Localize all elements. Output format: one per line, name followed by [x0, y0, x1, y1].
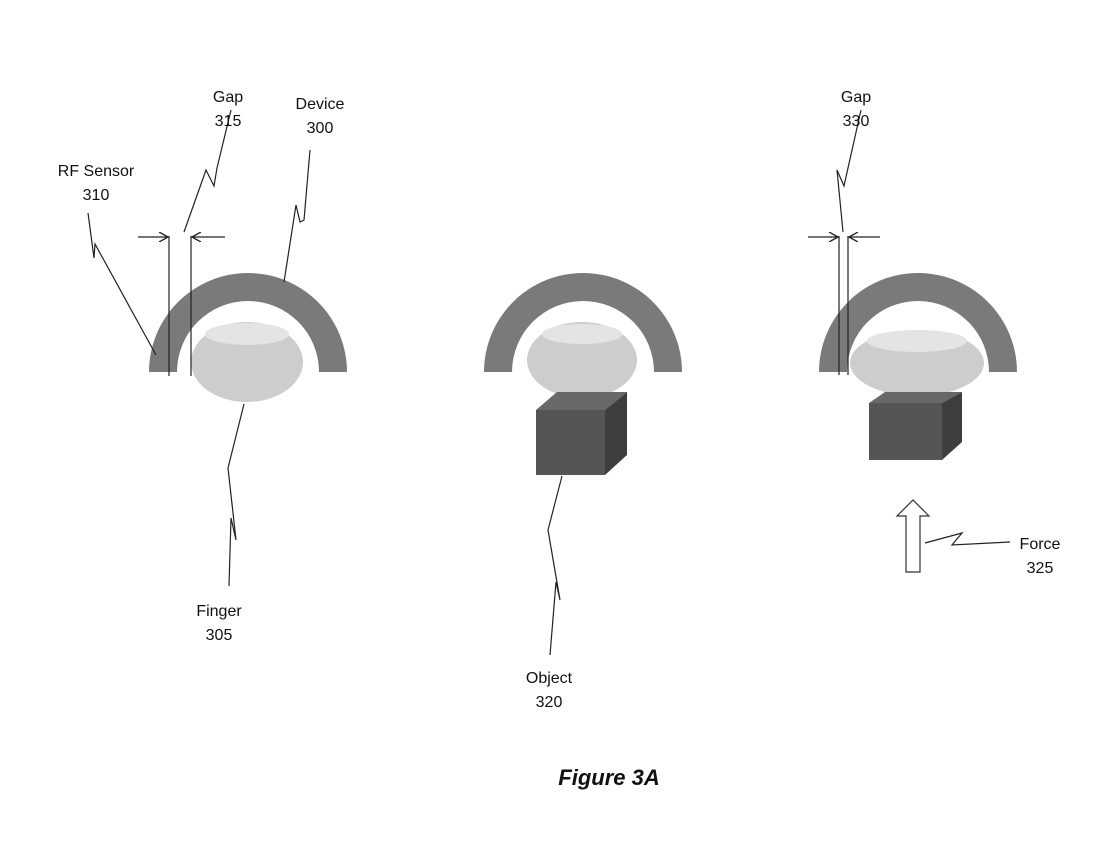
rf-sensor-310-name: RF Sensor	[58, 163, 135, 180]
object-320-leader	[547, 475, 563, 656]
finger-highlight-right	[867, 330, 967, 352]
rf-sensor-310-leader	[87, 212, 157, 356]
finger-305-name: Finger	[196, 603, 242, 620]
object-320	[536, 410, 605, 475]
finger-305-ref: 305	[206, 627, 233, 644]
device-arc-middle	[484, 273, 682, 372]
object-side	[605, 392, 627, 475]
object-top-right	[869, 392, 962, 403]
device-300-leader	[283, 149, 311, 283]
object-320-ref: 320	[536, 694, 563, 711]
device-arc-right	[819, 273, 1017, 372]
gap-330-ref: 330	[843, 113, 870, 130]
gap-330-name: Gap	[841, 89, 871, 106]
device-300-name: Device	[296, 96, 345, 113]
gap-315-leader	[183, 109, 232, 233]
device-300-ref: 300	[307, 120, 334, 137]
gap-315-name: Gap	[213, 89, 243, 106]
force-325-ref: 325	[1027, 560, 1054, 577]
object-side-right	[942, 392, 962, 460]
rf-sensor-310-ref: 310	[83, 187, 110, 204]
force-325-leader	[924, 531, 1011, 546]
device-300-arc	[149, 273, 347, 372]
assembly-finger-object	[484, 273, 682, 656]
force-325-name: Force	[1020, 536, 1061, 553]
assembly-finger-only	[87, 109, 347, 587]
figure-caption: Figure 3A	[558, 765, 659, 790]
force-325-arrow	[895, 499, 931, 573]
object-320-label: Object 320	[526, 670, 573, 711]
object-320-name: Object	[526, 670, 573, 687]
force-325-label: Force 325	[1020, 536, 1061, 577]
finger-305-leader	[227, 403, 245, 587]
finger-highlight-middle	[542, 324, 622, 344]
assembly-force-applied	[808, 109, 1017, 573]
gap-315-ref: 315	[215, 113, 242, 130]
device-300-label: Device 300	[296, 96, 345, 137]
finger-305-label: Finger 305	[196, 603, 242, 644]
gap-330-leader	[836, 109, 862, 233]
gap-315-label: Gap 315	[213, 89, 243, 130]
object-top	[536, 392, 627, 410]
gap-330-label: Gap 330	[841, 89, 871, 130]
object-right	[869, 403, 942, 460]
finger-highlight	[205, 323, 289, 345]
rf-sensor-310-label: RF Sensor 310	[58, 163, 135, 204]
